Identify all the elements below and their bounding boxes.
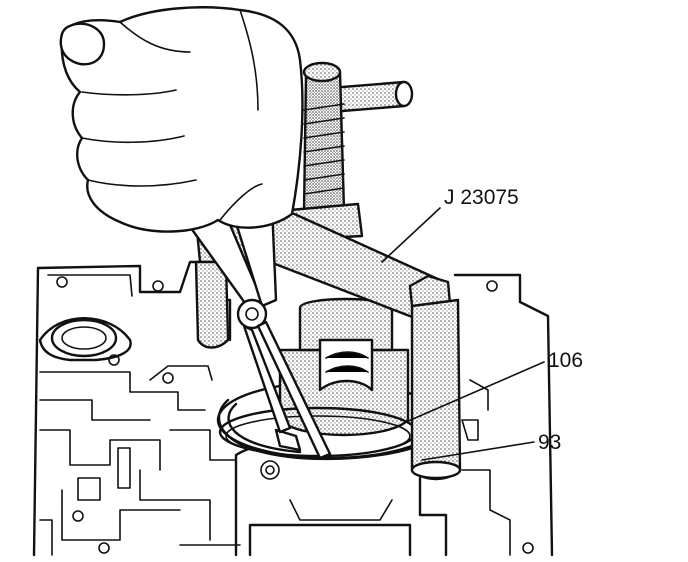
callout-106: 106: [548, 349, 583, 372]
callout-93: 93: [538, 431, 561, 454]
leader-lines: [381, 207, 545, 461]
hand-with-pliers: [59, 6, 332, 460]
callout-tool-j23075: J 23075: [444, 186, 519, 209]
leader-tool: [381, 207, 441, 263]
leader-106: [405, 361, 545, 423]
leader-93: [421, 441, 535, 461]
